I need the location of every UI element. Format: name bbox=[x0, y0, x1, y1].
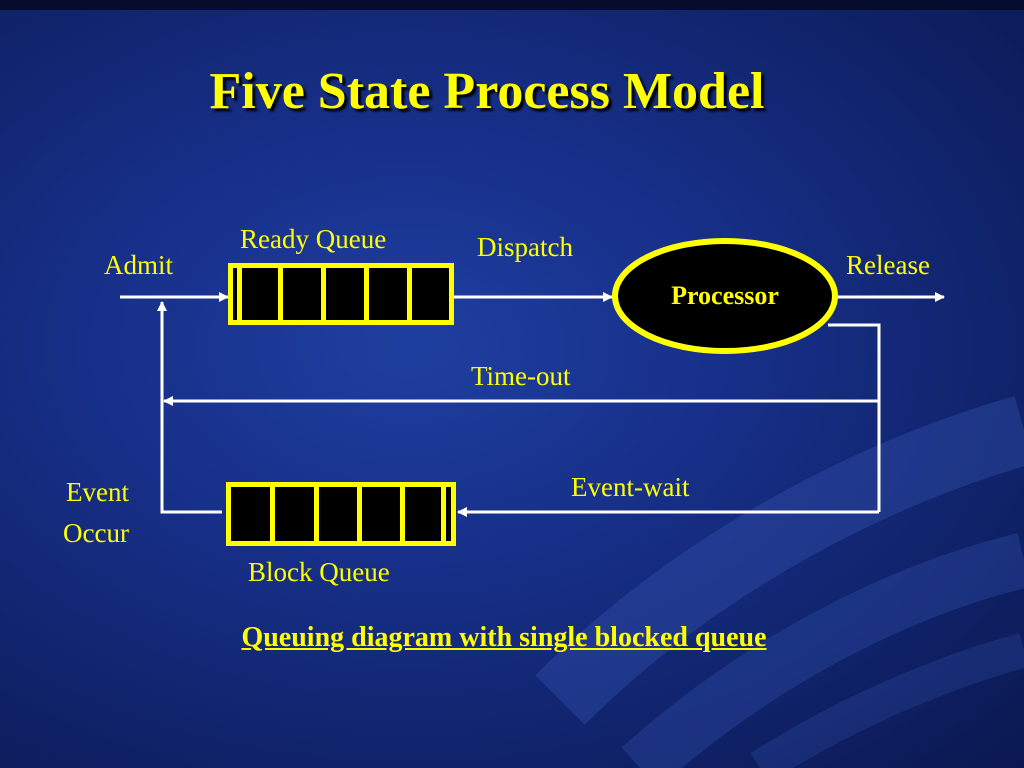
event-occur-arrow bbox=[157, 301, 222, 514]
dispatch-label: Dispatch bbox=[477, 232, 573, 262]
block-queue-label: Block Queue bbox=[248, 557, 390, 587]
admit-label: Admit bbox=[104, 250, 174, 280]
event-occur-label-line2: Occur bbox=[63, 518, 129, 548]
ready-queue-label: Ready Queue bbox=[240, 224, 387, 254]
release-label: Release bbox=[846, 250, 930, 280]
processor-ellipse bbox=[612, 238, 838, 354]
event-wait-label: Event-wait bbox=[571, 472, 690, 502]
timeout-label: Time-out bbox=[471, 361, 571, 391]
block-queue-box bbox=[226, 482, 456, 546]
diagram-caption: Queuing diagram with single blocked queu… bbox=[241, 622, 767, 653]
event-occur-label-line1: Event bbox=[66, 477, 129, 507]
processor-label: Processor bbox=[671, 281, 779, 310]
top-bar bbox=[0, 0, 1024, 10]
feedback-line bbox=[828, 323, 881, 512]
slide-title: Five State Process Model bbox=[209, 63, 765, 120]
ready-queue-box bbox=[228, 263, 454, 325]
